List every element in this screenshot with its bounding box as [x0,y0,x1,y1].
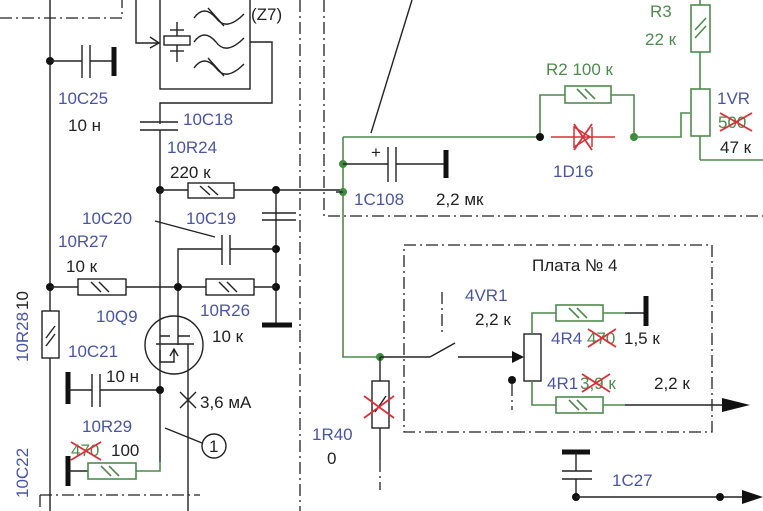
r40-ref: 1R40 [312,425,353,444]
leader-line [370,0,413,134]
left-rail [46,0,54,511]
vr4-ref: 4VR1 [465,286,508,305]
border-vertical-2 [323,0,763,217]
r27-ref: 10R27 [58,232,108,251]
capacitor-10c20[interactable] [154,220,276,345]
r1-value: 2,2 к [654,374,690,393]
r3-ref: R3 [650,2,672,21]
q9-ref: 10Q9 [96,307,138,326]
strike-mark [581,373,611,393]
c27-ref: 1C27 [612,471,653,490]
r28-ref: 10R28 [13,312,32,362]
resistor-r2[interactable] [539,85,635,137]
vr4-value: 2,2 к [475,310,511,329]
d16-ref: 1D16 [553,162,594,181]
z7-label: (Z7) [251,5,282,24]
resistor-10r28[interactable] [41,310,60,359]
diode-1d16[interactable] [536,123,638,151]
capacitor-1c108[interactable] [343,147,449,182]
output-arrow-icon [742,490,763,504]
board4-title: Плата № 4 [532,256,617,275]
r27-value: 10 к [66,257,98,276]
capacitor-10c18[interactable] [140,121,178,190]
capacitor-10c25[interactable] [50,45,117,78]
r4-ref: 4R4 [551,329,582,348]
vr-value: 47 к [720,138,752,157]
c21-value: 10 н [106,367,139,386]
c108-polarity: + [371,143,381,162]
resistor-r3[interactable] [690,0,711,89]
resistor-10r24[interactable] [156,182,340,199]
capacitor-10c19[interactable] [262,190,296,328]
leader-line [154,220,216,238]
r2-label: R2 100 к [546,60,614,79]
transistor-10q9[interactable] [144,315,204,511]
capacitor-1c27[interactable] [562,449,763,504]
c108-value: 2,2 мк [436,190,484,209]
r40-value: 0 [327,449,336,468]
r1-ref: 4R1 [547,374,578,393]
strike-mark [70,441,102,461]
r24-value: 220 к [170,163,211,182]
c18-ref: 10C18 [183,110,233,129]
c25-ref: 10C25 [58,89,108,108]
c21-ref: 10C21 [68,342,118,361]
potentiometer-4vr1[interactable] [508,312,556,410]
c25-value: 10 н [68,116,101,135]
wire [634,112,690,138]
strike-mark [587,328,617,348]
current-marker [179,391,197,409]
r29-ref: 10R29 [82,417,132,436]
potentiometer-1vr[interactable] [690,88,763,161]
r4-value: 1,5 к [624,329,660,348]
board4-border [403,244,713,433]
c22-ref: 10C22 [13,448,32,498]
resistor-10r29[interactable] [65,456,161,486]
strike-mark [719,112,753,132]
c108-ref: 1C108 [354,190,404,209]
r29-value: 100 [111,441,139,460]
resistor-10r27[interactable] [50,278,206,296]
capacitor-10c21[interactable] [65,372,164,407]
c20-ref: 10C20 [82,209,132,228]
resistor-1r40[interactable] [363,353,395,490]
testpoint-1[interactable] [164,427,227,459]
resistor-4r1[interactable] [555,396,750,414]
r24-ref: 10R24 [167,138,217,157]
switch[interactable] [380,292,524,363]
labels: (Z7) 10C25 10 н 10C18 10R24 220 к 10C20 … [13,2,753,498]
arrow-icon [512,351,524,363]
r3-value: 22 к [645,30,677,49]
testpoint-label: 1 [209,437,218,456]
current-value: 3,6 мА [200,393,252,412]
vr-ref: 1VR [717,89,750,108]
r26-value: 10 к [212,327,244,346]
r26-ref: 10R26 [200,301,250,320]
net-green [336,136,542,358]
border-top-left [0,0,123,19]
resistor-10r26[interactable] [205,278,276,296]
output-arrow-icon [722,398,750,412]
resistor-4r4[interactable] [555,296,649,326]
c19-ref: 10C19 [186,209,236,228]
filter-z7[interactable] [135,0,273,124]
r28-value: 10 [13,291,32,310]
